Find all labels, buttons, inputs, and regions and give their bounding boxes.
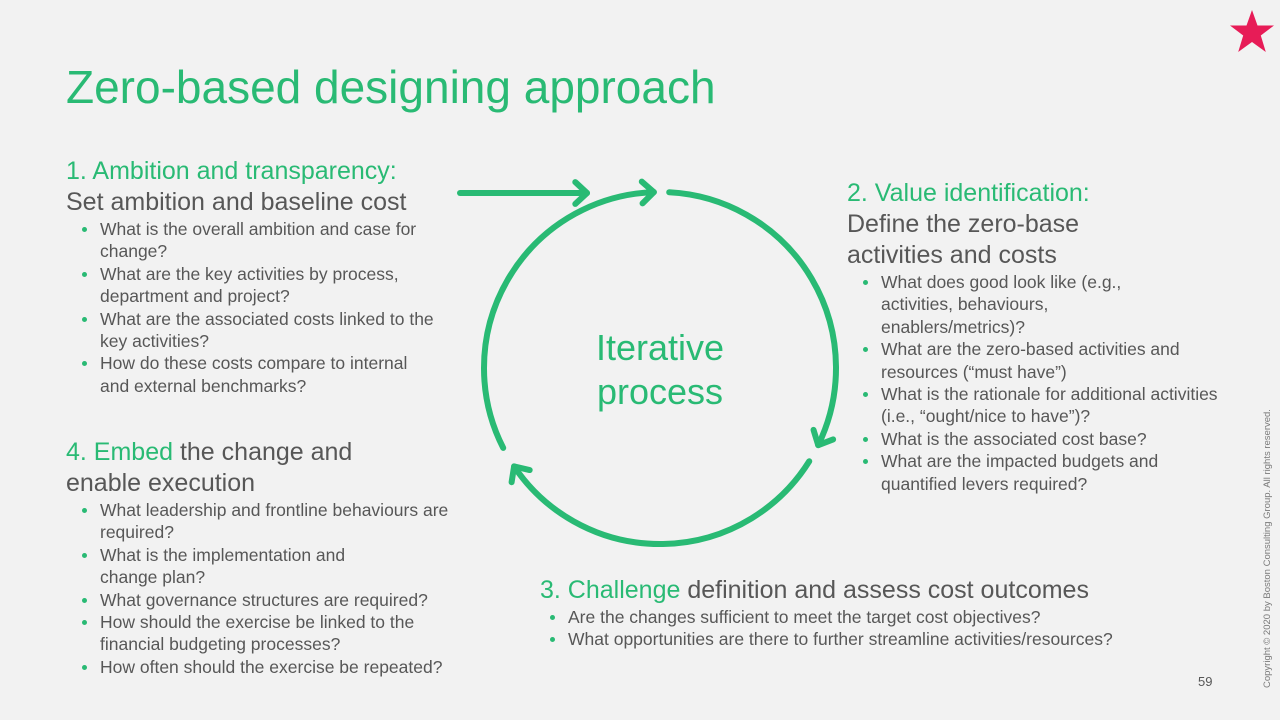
step-4-section: 4. Embed the change and enable execution…: [66, 437, 486, 678]
list-item: How should the exercise be linked to the…: [66, 611, 460, 656]
step-4-heading-rest: the change and: [173, 438, 353, 466]
page-number: 59: [1198, 674, 1213, 689]
step-4-bullets: What leadership and frontline behaviours…: [66, 499, 466, 678]
list-item: How do these costs compare to internal a…: [66, 352, 436, 397]
step-1-subheading: Set ambition and baseline cost: [66, 188, 407, 216]
step-3-heading: 3. Challenge: [540, 576, 681, 604]
step-2-subheading-1: Define the zero-base: [847, 210, 1080, 238]
step-1-heading: 1. Ambition and transparency:: [66, 157, 397, 185]
list-item: What is the rationale for additional act…: [847, 383, 1222, 428]
list-item: What opportunities are there to further …: [534, 628, 1200, 650]
list-item: What governance structures are required?: [66, 589, 466, 611]
list-item: What is the associated cost base?: [847, 428, 1222, 450]
step-1-section: 1. Ambition and transparency: Set ambiti…: [66, 156, 456, 397]
list-item: What are the zero-based activities and r…: [847, 338, 1211, 383]
copyright-notice: Copyright © 2020 by Boston Consulting Gr…: [1262, 409, 1273, 688]
step-3-bullets: Are the changes sufficient to meet the t…: [534, 606, 1200, 651]
page-title: Zero-based designing approach: [66, 61, 716, 113]
list-item: What is the overall ambition and case fo…: [66, 218, 436, 263]
cycle-arc-2-arrowhead-icon: [508, 463, 533, 486]
list-item: Are the changes sufficient to meet the t…: [534, 606, 1200, 628]
step-2-section: 2. Value identification: Define the zero…: [847, 178, 1227, 495]
step-2-bullets: What does good look like (e.g., activiti…: [847, 271, 1222, 495]
list-item: What are the associated costs linked to …: [66, 308, 436, 353]
entry-arrowhead-icon: [572, 179, 590, 207]
star-logo-icon: [1230, 10, 1274, 52]
list-item: What are the key activities by process, …: [66, 263, 436, 308]
cycle-arc-1: [666, 189, 839, 449]
step-1-bullets: What is the overall ambition and case fo…: [66, 218, 436, 397]
center-label: Iterative process: [560, 326, 760, 414]
step-2-heading: 2. Value identification:: [847, 179, 1090, 207]
step-4-heading: 4. Embed: [66, 438, 174, 466]
list-item: How often should the exercise be repeate…: [66, 656, 466, 678]
step-3-heading-rest: definition and assess cost outcomes: [680, 576, 1089, 604]
step-4-subheading: enable execution: [66, 469, 256, 497]
center-label-line-1: Iterative: [595, 327, 725, 368]
step-2-subheading-2: activities and costs: [847, 241, 1057, 269]
list-item: What are the impacted budgets and quanti…: [847, 450, 1191, 495]
cycle-arc-2: [511, 458, 813, 547]
list-item: What does good look like (e.g., activiti…: [847, 271, 1151, 338]
step-3-section: 3. Challenge definition and assess cost …: [540, 575, 1200, 651]
list-item: What leadership and frontline behaviours…: [66, 499, 466, 544]
list-item: What is the implementation and change pl…: [66, 544, 350, 589]
cycle-arc-3-arrowhead-icon: [638, 178, 657, 207]
cycle-arc-3: [481, 189, 657, 451]
cycle-arc-1-arrowhead-icon: [810, 426, 837, 449]
center-label-line-2: process: [596, 371, 724, 412]
